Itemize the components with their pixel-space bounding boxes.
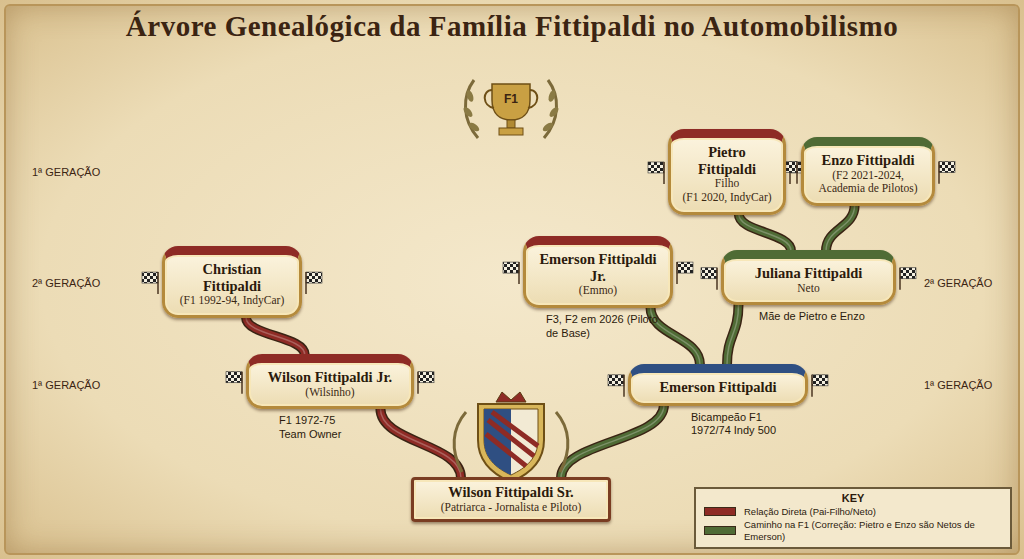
family-member-plaque: Wilson Fittipaldi Jr.(Wilsinho)F1 1972-7…	[246, 354, 414, 409]
family-crest	[454, 392, 568, 482]
family-member-plaque: Emerson FittipaldiBicampeão F1 1972/74 I…	[628, 364, 808, 406]
member-detail: (F1 1992-94, IndyCar)	[175, 294, 289, 308]
career-note: Bicampeão F1 1972/74 Indy 500	[691, 411, 801, 439]
lineage-ribbon	[246, 317, 305, 355]
generation-label: 1ª GERAÇÃO	[32, 379, 100, 391]
checkered-flag	[142, 272, 158, 294]
member-name: Wilson Fittipaldi Sr.	[424, 484, 598, 501]
legend-text: Relação Direta (Pai-Filho/Neto)	[744, 506, 876, 517]
legend-swatch	[704, 526, 736, 535]
member-detail: (Patriarca - Jornalista e Piloto)	[424, 501, 598, 515]
family-member-plaque: Pietro FittipaldiFilho(F1 2020, IndyCar)	[668, 129, 786, 215]
member-detail: Filho	[681, 177, 773, 191]
member-name: Juliana Fittipaldi	[734, 265, 883, 282]
member-name: Emerson Fittipaldi	[641, 379, 795, 396]
trophy	[462, 80, 560, 138]
generation-label: 1ª GERAÇÃO	[32, 166, 100, 178]
checkered-flag	[608, 375, 624, 397]
checkered-flag	[812, 375, 828, 397]
family-member-plaque: Juliana FittipaldiNetoMãe de Pietro e En…	[721, 250, 896, 305]
diagram-title: Árvore Genealógica da Família Fittipaldi…	[0, 10, 1024, 43]
checkered-flag	[503, 262, 519, 284]
lineage-ribbon	[727, 304, 739, 365]
generation-label: 1ª GERAÇÃO	[924, 379, 992, 391]
member-name: Pietro Fittipaldi	[681, 144, 773, 177]
member-name: Emerson Fittipaldi Jr.	[536, 251, 660, 284]
checkered-flag	[306, 272, 322, 294]
checkered-flag	[701, 268, 717, 290]
checkered-flag	[900, 268, 916, 290]
checkered-flag	[677, 262, 693, 284]
legend-box: KEY Relação Direta (Pai-Filho/Neto) Caminh…	[694, 487, 1012, 549]
checkered-flag	[226, 372, 242, 394]
career-note: F1 1972-75 Team Owner	[279, 414, 359, 442]
checkered-flag	[648, 162, 664, 184]
generation-label: 2ª GERAÇÃO	[32, 277, 100, 289]
member-detail: (F1 2020, IndyCar)	[681, 191, 773, 205]
lineage-ribbon	[380, 408, 461, 478]
family-member-plaque: Enzo Fittipaldi(F2 2021-2024, Academia d…	[801, 137, 935, 206]
lineage-ribbon	[739, 214, 791, 251]
member-name: Christian Fittipaldi	[175, 261, 289, 294]
member-detail: Neto	[734, 282, 883, 296]
family-member-plaque: Christian Fittipaldi(F1 1992-94, IndyCar…	[162, 246, 302, 318]
legend-text: Caminho na F1 (Correção: Pietro e Enzo s…	[744, 519, 1002, 542]
legend-row: Relação Direta (Pai-Filho/Neto)	[704, 506, 1002, 517]
family-member-plaque: Emerson Fittipaldi Jr.(Emmo)F3, F2 em 20…	[523, 236, 673, 308]
generation-label: 2ª GERAÇÃO	[924, 277, 992, 289]
career-note: F3, F2 em 2026 (Piloto de Base)	[546, 313, 664, 341]
member-detail: (F2 2021-2024, Academia de Pilotos)	[814, 169, 922, 197]
career-note: Mãe de Pietro e Enzo	[759, 310, 889, 324]
trophy-label: F1	[496, 92, 526, 106]
checkered-flag	[939, 162, 955, 184]
family-member-plaque: Wilson Fittipaldi Sr.(Patriarca - Jornal…	[411, 477, 611, 522]
checkered-flag	[418, 372, 434, 394]
member-name: Wilson Fittipaldi Jr.	[259, 369, 401, 386]
member-detail: (Wilsinho)	[259, 386, 401, 400]
legend-swatch	[704, 507, 736, 516]
member-name: Enzo Fittipaldi	[814, 152, 922, 169]
lineage-ribbon	[651, 307, 701, 365]
member-detail: (Emmo)	[536, 284, 660, 298]
legend-row: Caminho na F1 (Correção: Pietro e Enzo s…	[704, 519, 1002, 542]
lineage-ribbon	[826, 205, 855, 251]
legend-heading: KEY	[704, 492, 1002, 504]
lineage-ribbon	[561, 405, 664, 478]
